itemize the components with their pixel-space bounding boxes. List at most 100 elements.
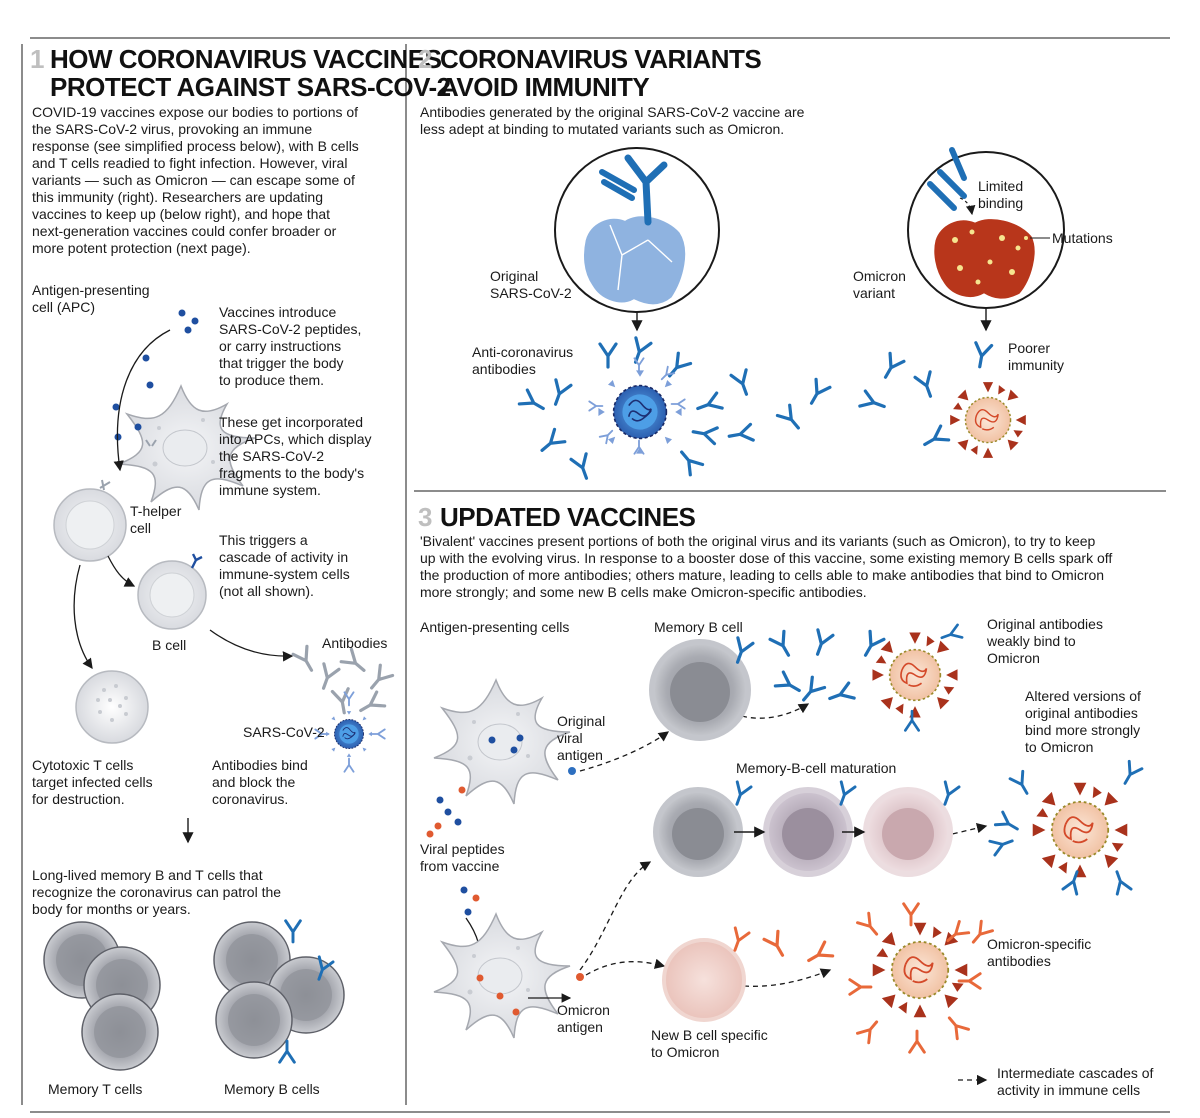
label-apcs: Antigen-presenting cells: [420, 619, 569, 636]
panel2-artwork: [517, 147, 1065, 483]
original-antibodies-released: [768, 628, 886, 708]
label-line: Limited: [978, 178, 1024, 194]
label-line: T-helper: [130, 503, 182, 519]
label-line: Viral peptides: [420, 841, 505, 857]
label-line: immune-system cells: [219, 566, 350, 582]
memory-t-cells: [43, 921, 161, 1071]
panel1-number: 1: [30, 44, 44, 74]
panel2-header: 2 CORONAVIRUS VARIANTS AVOID IMMUNITY: [418, 44, 762, 102]
label-line: to Omicron: [1025, 739, 1094, 755]
panel1-header: 1 HOW CORONAVIRUS VACCINES PROTECT AGAIN…: [30, 44, 451, 102]
viral-peptide-dots: [426, 786, 480, 916]
panel1-intro-line: vaccines to keep up (below right), and h…: [32, 206, 331, 222]
label-line: antibodies: [472, 361, 536, 377]
label-line: body for months or years.: [32, 901, 191, 917]
omicron-virus-large: [949, 381, 1027, 459]
label-line: antibodies: [987, 953, 1051, 969]
panel1-intro: COVID-19 vaccines expose our bodies to p…: [32, 104, 402, 257]
label-line: cell: [130, 520, 152, 536]
label-line: that trigger the body: [219, 355, 344, 371]
label-line: Original: [490, 268, 539, 284]
memory-b-cell: [649, 636, 755, 741]
panel3-intro-line: 'Bivalent' vaccines present portions of …: [420, 533, 1096, 549]
label-line: for destruction.: [32, 791, 125, 807]
sars-cov-2-virus-small: [325, 710, 373, 758]
label-cytotoxic: Cytotoxic T cells target infected cells …: [32, 757, 153, 808]
label-line: New B cell specific: [651, 1027, 768, 1043]
panel1-intro-line: more potent protection (next page).: [32, 240, 251, 256]
panel-frame: [21, 37, 1170, 1113]
label-memory-t-cells: Memory T cells: [48, 1081, 142, 1098]
label-long-lived: Long-lived memory B and T cells that rec…: [32, 867, 281, 918]
apc-original: [433, 679, 576, 805]
panel3-number: 3: [418, 502, 432, 532]
original-virus-large: [597, 369, 683, 455]
panel2-title-line2: AVOID IMMUNITY: [440, 72, 649, 102]
label-line: original antibodies: [1025, 705, 1138, 721]
panel2-intro-line: less adept at binding to mutated variant…: [420, 121, 785, 137]
label-b-cell: B cell: [152, 637, 186, 654]
label-line: Original: [557, 713, 606, 729]
label-line: into APCs, which display: [219, 431, 372, 447]
label-t-helper: T-helper cell: [130, 503, 181, 537]
label-line: Original antibodies: [987, 616, 1103, 632]
label-line: Memory B cell: [654, 619, 743, 635]
label-line: recognize the coronavirus can patrol the: [32, 884, 282, 900]
panel1-intro-line: the SARS-CoV-2 virus, provoking an immun…: [32, 121, 313, 137]
label-line: to produce them.: [219, 372, 325, 388]
altered-antibodies: [988, 759, 1144, 896]
panel3-intro: 'Bivalent' vaccines present portions of …: [420, 533, 1190, 601]
label-memory-b-cell: Memory B cell: [654, 619, 743, 636]
original-zoom-circle: [554, 147, 720, 332]
label-line: to Omicron: [651, 1044, 720, 1060]
label-line: and block the: [212, 774, 296, 790]
label-line: Memory-B-cell maturation: [736, 760, 897, 776]
label-line: antigen: [557, 1019, 603, 1035]
label-line: These get incorporated: [219, 414, 363, 430]
label-line: coronavirus.: [212, 791, 289, 807]
label-viral-peptides: Viral peptides from vaccine: [420, 841, 505, 875]
label-line: weakly bind to: [987, 633, 1076, 649]
panel1-artwork: [43, 309, 395, 1071]
label-line: Omicron-specific: [987, 936, 1092, 952]
vaccine-peptide-dots: [112, 309, 199, 441]
label-line: bind more strongly: [1025, 722, 1141, 738]
panel2-title-line1: CORONAVIRUS VARIANTS: [440, 44, 761, 74]
label-line: Poorer: [1008, 340, 1051, 356]
label-line: activity in immune cells: [997, 1082, 1141, 1098]
panel3-intro-line: the production of more antibodies; other…: [420, 567, 1105, 583]
label-anti-coronavirus: Anti-coronavirus antibodies: [472, 344, 573, 378]
label-line: cell (APC): [32, 299, 96, 315]
label-line: Antibodies: [322, 635, 388, 651]
label-line: Vaccines introduce: [219, 304, 337, 320]
panel1-intro-line: COVID-19 vaccines expose our bodies to p…: [32, 104, 359, 120]
label-line: Anti-coronavirus: [472, 344, 574, 360]
label-limited-binding: Limited binding: [978, 178, 1023, 212]
label-incorporated: These get incorporated into APCs, which …: [219, 414, 372, 499]
t-helper-cell: [53, 479, 127, 562]
panel1-intro-line: this immunity (right). Researchers are u…: [32, 189, 324, 205]
apc-omicron: [433, 913, 584, 1039]
panel1-intro-line: next-generation vaccines could confer br…: [32, 223, 337, 239]
label-line: Cytotoxic T cells: [32, 757, 134, 773]
label-antibodies: Antibodies: [322, 635, 387, 652]
label-line: Antibodies bind: [212, 757, 308, 773]
label-line: fragments to the body's: [219, 465, 365, 481]
label-maturation: Memory-B-cell maturation: [736, 760, 896, 777]
panel1-title-line1: HOW CORONAVIRUS VACCINES: [50, 44, 442, 74]
omicron-virus-weak: [871, 623, 964, 732]
label-memory-b-cells: Memory B cells: [224, 1081, 320, 1098]
label-sars-cov-2: SARS-CoV-2: [243, 724, 325, 741]
omicron-specific-antibodies: [762, 929, 835, 970]
label-line: viral: [557, 730, 583, 746]
label-apc: Antigen-presenting cell (APC): [32, 282, 150, 316]
label-line: Antigen-presenting cells: [420, 619, 570, 635]
label-omicron-variant: Omicron variant: [853, 268, 906, 302]
label-line: immunity: [1008, 357, 1065, 373]
label-line: the SARS-CoV-2: [219, 448, 325, 464]
label-original-weak: Original antibodies weakly bind to Omicr…: [987, 616, 1103, 667]
label-line: Altered versions of: [1025, 688, 1141, 704]
new-b-cell: [662, 926, 751, 1022]
label-line: target infected cells: [32, 774, 153, 790]
